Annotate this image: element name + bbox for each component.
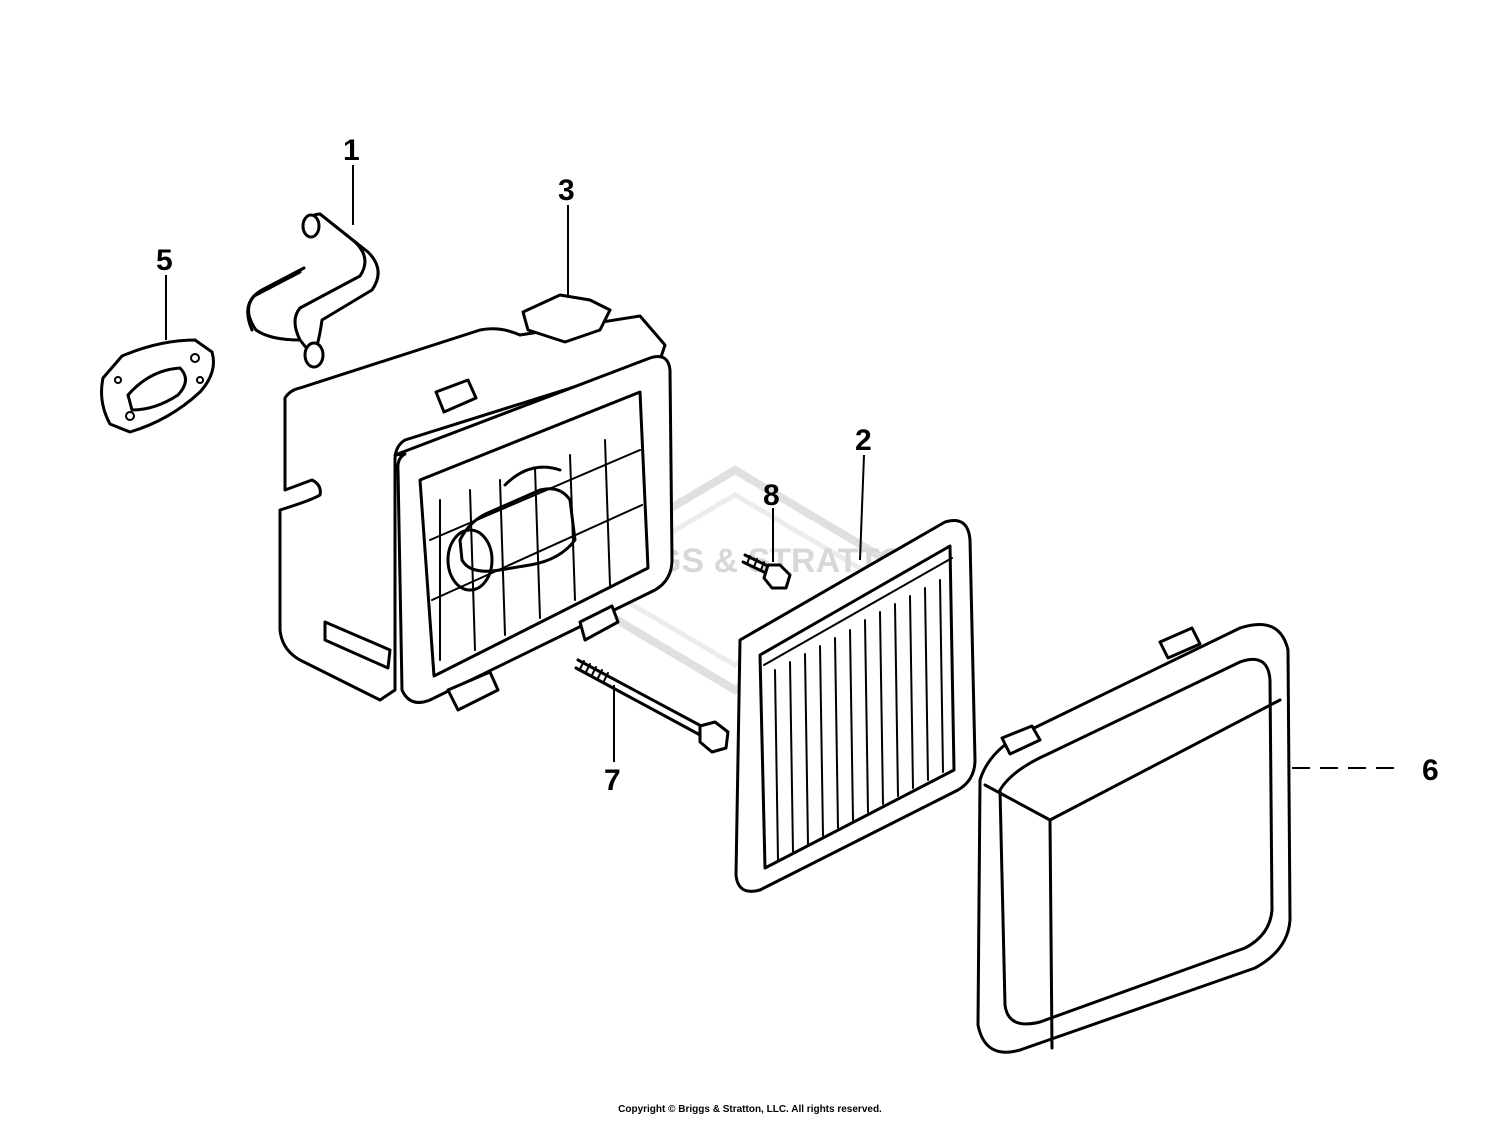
callout-part-1: 1 (343, 134, 360, 167)
copyright-notice: Copyright © Briggs & Stratton, LLC. All … (618, 1104, 882, 1115)
cover-part-6[interactable] (976, 623, 1292, 1054)
callout-part-3: 3 (558, 174, 575, 207)
filter-pleats (774, 579, 944, 861)
filter-element-part-2[interactable] (734, 519, 977, 893)
callout-part-5: 5 (156, 244, 173, 277)
gasket-part-5[interactable] (100, 338, 215, 434)
callout-part-7: 7 (604, 764, 621, 797)
screw-part-8[interactable] (741, 553, 792, 590)
callout-part-6: 6 (1422, 754, 1439, 787)
callout-labels: 1 2 3 5 6 7 8 (156, 134, 1439, 797)
bolt-part-7[interactable] (574, 658, 730, 754)
air-cleaner-base-part-3[interactable] (278, 293, 674, 712)
callout-part-8: 8 (763, 479, 780, 512)
leader-lines (165, 165, 1398, 769)
breather-tube-part-1[interactable] (246, 212, 380, 369)
callout-part-2: 2 (855, 424, 872, 457)
